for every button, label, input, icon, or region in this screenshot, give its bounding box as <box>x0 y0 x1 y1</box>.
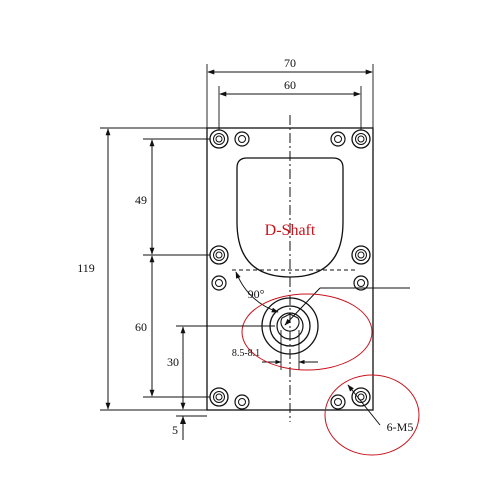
angle-label: 90° <box>248 287 265 301</box>
shaft-highlight-ellipse <box>241 293 373 371</box>
dim-60-label: 60 <box>284 78 296 92</box>
thread-leader <box>347 384 381 426</box>
hole-bottom-left-small <box>234 394 250 410</box>
hole-bottom-right-small <box>330 394 346 410</box>
output-shaft <box>261 297 319 355</box>
dim-60v-label: 60 <box>135 320 147 334</box>
hole-lower-left-small <box>211 275 227 291</box>
angle-arc <box>235 271 279 313</box>
d-shaft-cutout <box>236 157 344 278</box>
hole-top-right-small <box>330 131 346 147</box>
dim-5-arrow <box>180 416 186 424</box>
dim-70-label: 70 <box>284 56 296 70</box>
dim-5-label: 5 <box>172 423 178 437</box>
hole-bottom-left <box>209 387 229 407</box>
hole-highlight-ellipse <box>324 374 420 456</box>
hole-bottom-right <box>351 387 371 407</box>
dim-49-label: 49 <box>135 193 147 207</box>
thread-label: 6-M5 <box>387 420 414 434</box>
dim-119-label: 119 <box>77 261 95 275</box>
shaft-type-label: D-Shaft <box>265 222 316 239</box>
hole-top-left-small <box>234 131 250 147</box>
hole-middle-left <box>209 245 229 265</box>
hole-middle-right <box>351 245 371 265</box>
hole-lower-right-small <box>353 275 369 291</box>
dim-30-label: 30 <box>167 355 179 369</box>
shaft-diameter-label: 8.5-8.1 <box>232 348 260 359</box>
hole-top-left <box>209 129 229 149</box>
hole-top-right <box>351 129 371 149</box>
